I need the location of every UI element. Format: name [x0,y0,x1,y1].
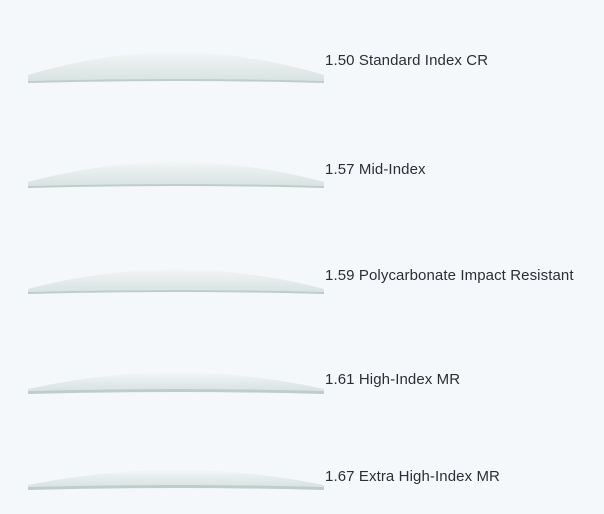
lens-item-1-57: 1.57 Mid-Index [0,146,604,206]
lens-label: 1.59 Polycarbonate Impact Resistant [325,267,574,284]
lens-profile-image [28,372,324,394]
lens-item-1-50: 1.50 Standard Index CR [0,38,604,98]
lens-item-1-67: 1.67 Extra High-Index MR [0,454,604,514]
lens-item-1-61: 1.61 High-Index MR [0,356,604,416]
lens-profile-image [28,162,324,188]
lens-profile-image [28,470,324,490]
lens-profile-image [28,269,324,294]
lens-item-1-59: 1.59 Polycarbonate Impact Resistant [0,252,604,312]
lens-label: 1.50 Standard Index CR [325,52,489,69]
lens-label: 1.67 Extra High-Index MR [325,468,500,485]
lens-label: 1.57 Mid-Index [325,161,426,178]
lens-profile-image [28,52,324,83]
lens-label: 1.61 High-Index MR [325,371,461,388]
